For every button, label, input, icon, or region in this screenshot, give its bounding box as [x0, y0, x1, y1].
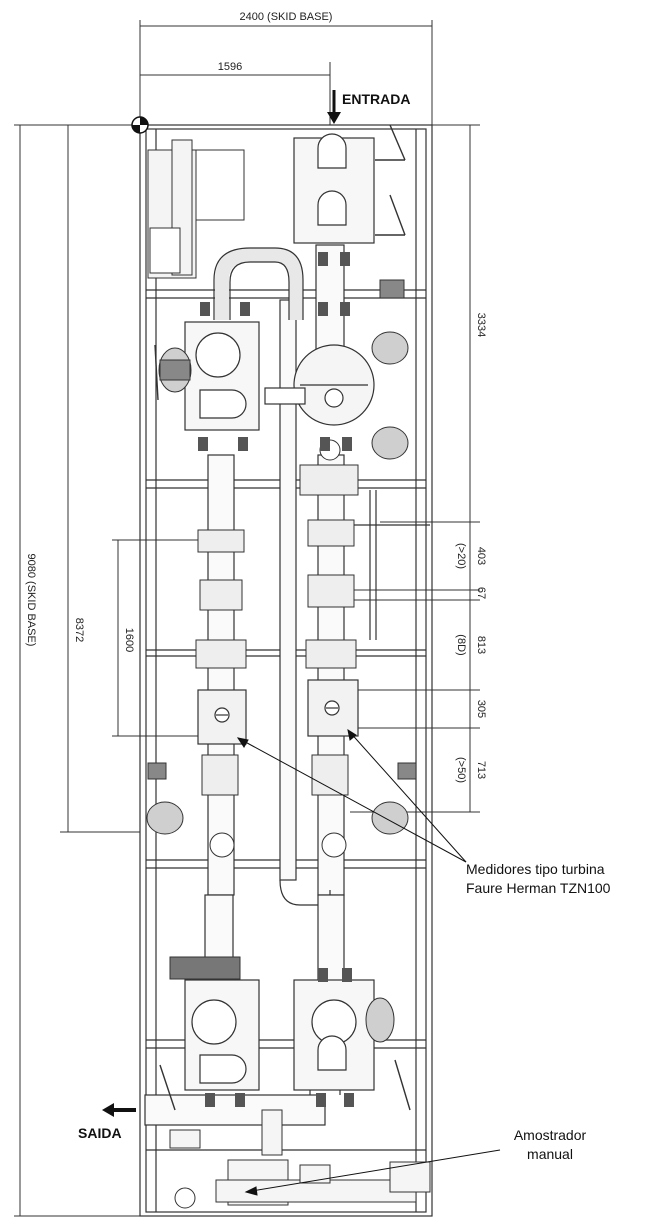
side-valves — [146, 279, 417, 1043]
dim-seg-67: 67 — [475, 587, 487, 599]
dim-inlet-offset: 1596 — [218, 61, 242, 73]
dim-skid-length: 9080 (SKID BASE) — [25, 554, 37, 647]
filter-details — [191, 133, 357, 1084]
turbine-meter-right — [307, 679, 359, 737]
central-valve — [264, 344, 375, 426]
dim-overall-length: 8372 — [73, 618, 85, 642]
dim-seg-403-note: (>20) — [455, 543, 467, 569]
dim-skid-width: 2400 (SKID BASE) — [240, 11, 333, 23]
dim-seg-813: 813 — [475, 636, 487, 654]
inlet-label: ENTRADA — [342, 91, 410, 107]
control-panel — [147, 139, 245, 279]
dim-seg-813-note: (8D) — [455, 634, 467, 655]
dim-upstream-run: 1600 — [123, 628, 135, 652]
leader-lines — [236, 728, 501, 1196]
turbine-meter-left — [197, 689, 247, 745]
outlet-label: SAIDA — [78, 1125, 122, 1141]
outlet-arrow — [102, 1103, 136, 1117]
dim-seg-305: 305 — [475, 700, 487, 718]
dim-seg-713: 713 — [475, 761, 487, 779]
pipe-runs — [144, 244, 430, 1126]
dim-seg-403: 403 — [475, 547, 487, 565]
flange-bolts — [198, 252, 354, 1107]
sampler-label-line2: manual — [527, 1146, 573, 1162]
meters-label-line1: Medidores tipo turbina — [466, 861, 605, 877]
flanges — [195, 464, 359, 796]
dim-upper-section: 3334 — [475, 313, 487, 337]
inlet-arrow — [327, 90, 341, 124]
sampler-label-line1: Amostrador — [514, 1127, 587, 1143]
handwheels — [154, 124, 411, 1111]
dim-seg-713-note: (>50) — [455, 757, 467, 783]
meters-label-line2: Faure Herman TZN100 — [466, 880, 611, 896]
datum-marker — [131, 116, 149, 134]
